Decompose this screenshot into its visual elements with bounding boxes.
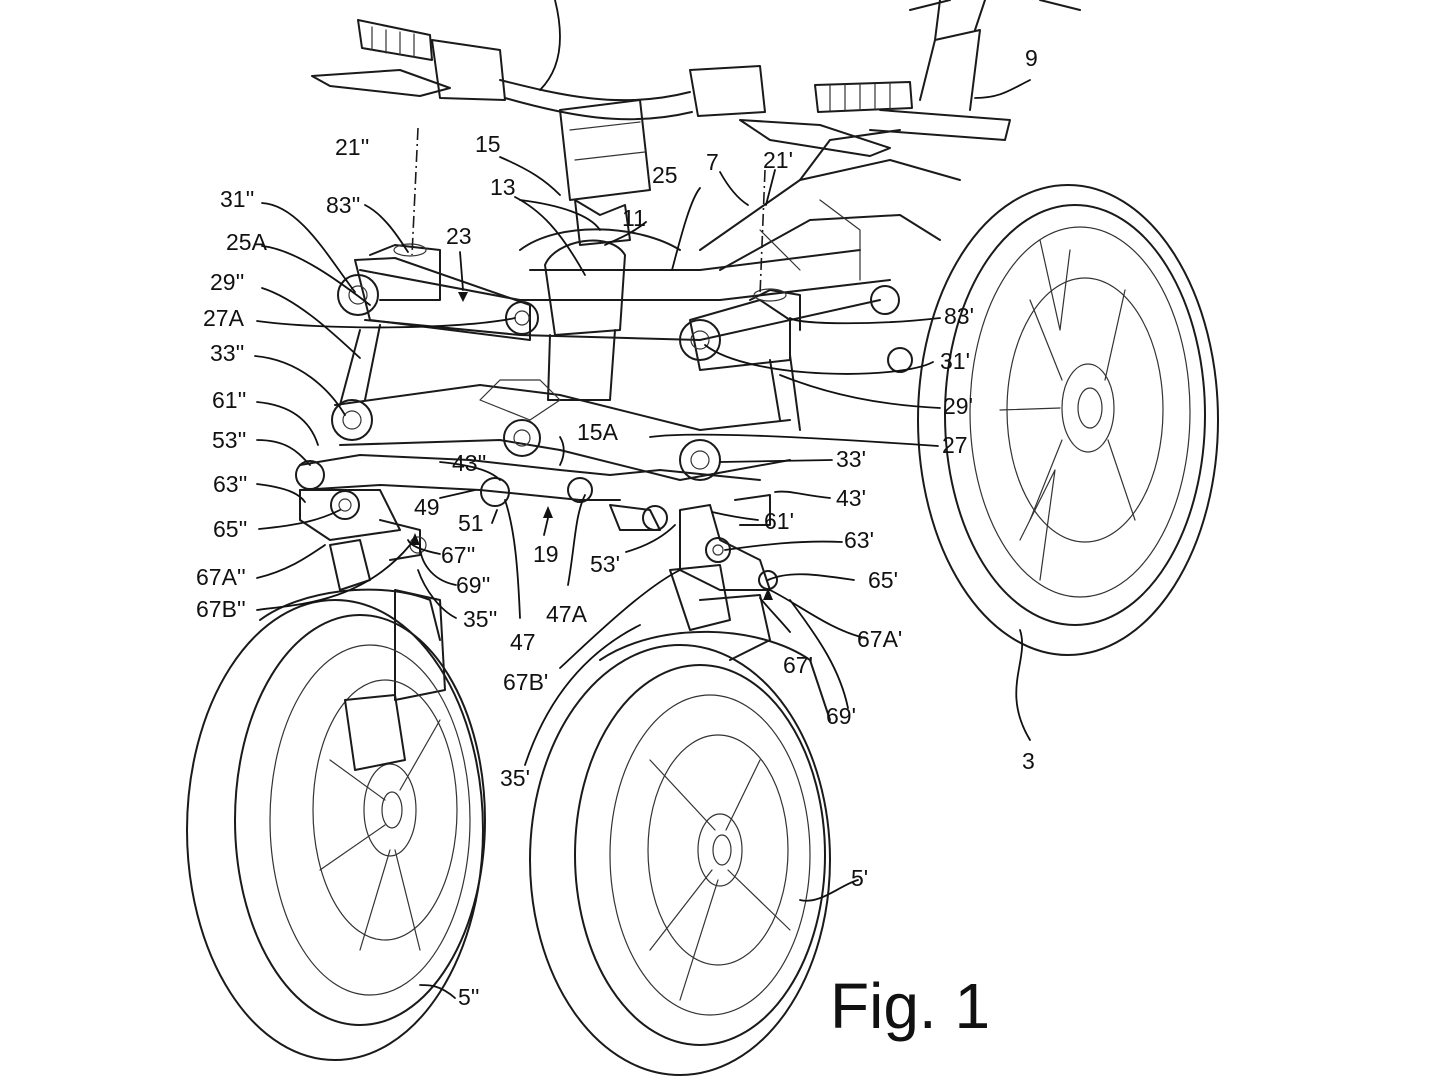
steering-linkage — [295, 454, 778, 591]
ref-63pp: 63'' — [213, 471, 247, 497]
ref-65p: 65' — [868, 567, 898, 593]
front-wheel-right — [529, 564, 831, 1076]
figure-caption: Fig. 1 — [830, 970, 990, 1042]
ref-29p: 29' — [943, 393, 973, 419]
ref-35p: 35' — [500, 765, 530, 791]
ref-83p: 83' — [944, 303, 974, 329]
ref-9: 9 — [1025, 45, 1038, 71]
ref-3: 3 — [1022, 748, 1035, 774]
ref-47A: 47A — [546, 601, 588, 627]
ref-27: 27 — [942, 432, 968, 458]
rear-wheel-3 — [917, 184, 1219, 656]
ref-47: 47 — [510, 629, 536, 655]
ref-31p: 31' — [940, 348, 970, 374]
ref-5pp: 5'' — [458, 984, 480, 1010]
ref-25: 25 — [652, 162, 678, 188]
ref-15A: 15A — [577, 419, 619, 445]
ref-69pp: 69'' — [456, 572, 490, 598]
ref-53pp: 53'' — [212, 427, 246, 453]
ref-67Bp: 67B' — [503, 669, 548, 695]
ref-23: 23 — [446, 223, 472, 249]
ref-27A: 27A — [203, 305, 245, 331]
leader-lines — [254, 0, 1031, 999]
reference-labels: 9 21'' 15 25 7 21' 31'' 83'' 13 11 25A 2… — [196, 45, 1038, 1010]
ref-53p: 53' — [590, 551, 620, 577]
ref-35pp: 35'' — [463, 606, 497, 632]
ref-63p: 63' — [844, 527, 874, 553]
ref-11: 11 — [622, 205, 646, 231]
ref-13: 13 — [490, 174, 516, 200]
ref-31pp: 31'' — [220, 186, 254, 212]
ref-43pp: 43'' — [452, 450, 486, 476]
ref-65pp: 65'' — [213, 516, 247, 542]
ref-5p: 5' — [851, 865, 868, 891]
ref-21pp: 21'' — [335, 134, 369, 160]
ref-61p: 61' — [764, 508, 794, 534]
ref-33pp: 33'' — [210, 340, 244, 366]
ref-69p: 69' — [826, 703, 856, 729]
ref-25A: 25A — [226, 229, 268, 255]
ref-67App: 67A'' — [196, 564, 246, 590]
ref-19: 19 — [533, 541, 559, 567]
ref-83pp: 83'' — [326, 192, 360, 218]
ref-67p: 67' — [783, 652, 813, 678]
ref-43p: 43' — [836, 485, 866, 511]
handlebar-assembly — [311, 0, 1081, 246]
ref-33p: 33' — [836, 446, 866, 472]
ref-29pp: 29'' — [210, 269, 244, 295]
ref-21p: 21' — [763, 147, 793, 173]
frame-assembly — [331, 129, 961, 481]
assembly-arrows — [410, 292, 773, 600]
ref-15: 15 — [475, 131, 501, 157]
ref-51: 51 — [458, 510, 484, 536]
ref-67Bpp: 67B'' — [196, 596, 246, 622]
ref-67pp: 67'' — [441, 542, 475, 568]
ref-49: 49 — [414, 494, 440, 520]
ref-67A-right: 67A' — [857, 626, 902, 652]
ref-61pp: 61'' — [212, 387, 246, 413]
ref-7: 7 — [706, 149, 719, 175]
steering-axes — [411, 127, 766, 296]
